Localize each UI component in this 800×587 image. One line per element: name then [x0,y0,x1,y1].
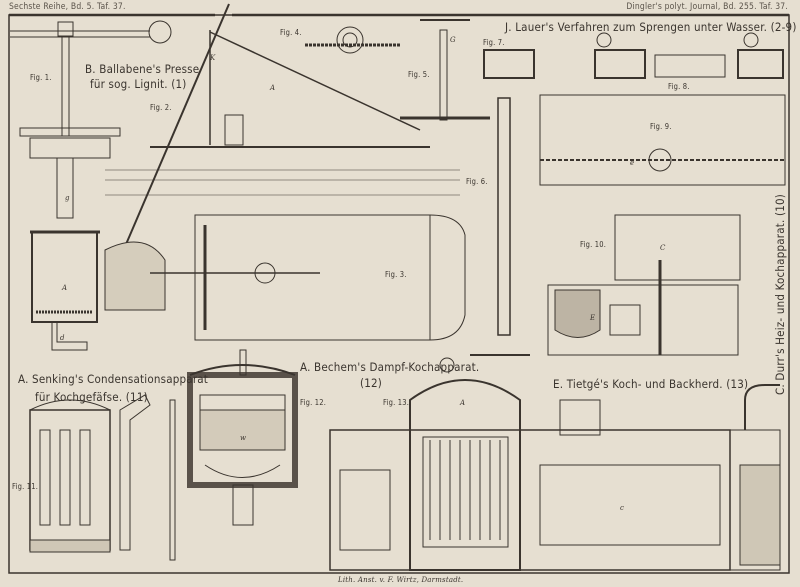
fig-label-5: Fig. 5. [408,70,430,79]
fig13-bechem-tietge-drawing [329,354,781,571]
fig-label-3: Fig. 3. [385,270,407,279]
title-bechem-number: (12) [360,376,383,390]
fig-label-1: Fig. 1. [30,73,52,82]
svg-text:c: c [620,504,624,512]
fig6-drawing [497,97,511,336]
svg-text:E: E [589,314,595,322]
svg-text:A: A [459,399,465,407]
fig10-stove-drawing [547,214,741,356]
svg-text:g: g [65,194,70,202]
fig-label-13: Fig. 13. [383,398,410,407]
fig-label-11: Fig. 11. [12,482,39,491]
fig-label-2: Fig. 2. [150,103,172,112]
fig-label-8: Fig. 8. [668,82,690,91]
fig-label-4: Fig. 4. [280,28,302,37]
svg-text:A: A [61,284,67,292]
title-lauer: J. Lauer's Verfahren zum Sprengen unter … [505,20,797,34]
title-senking-sub: für Kochgefäfse. (11) [35,390,148,404]
fig2-lever-drawing [104,3,460,311]
title-tietge: E. Tietgé's Koch- und Backherd. (13) [553,377,749,391]
fig1-press-drawing [10,20,172,351]
title-ballabene: B. Ballabene's Presse [85,62,200,76]
svg-text:A: A [269,84,275,92]
title-senking: A. Senking's Condensationsapparat [18,372,209,386]
svg-text:d: d [60,334,65,342]
fig-label-10: Fig. 10. [580,240,607,249]
svg-text:G: G [450,36,456,44]
part-letters: gAd KAG eCE Acw [60,36,666,512]
fig3-plan-drawing [150,214,466,341]
footer-imprint: Lith. Anst. v. F. Wirtz, Darmstadt. [338,576,464,584]
fig-label-7: Fig. 7. [483,38,505,47]
fig4-fig5-drawing [305,19,490,121]
fig11-condenser-drawing [29,394,151,553]
svg-text:e: e [630,159,634,167]
svg-text:K: K [209,54,216,62]
title-ballabene-sub: für sog. Lignit. (1) [90,77,187,91]
title-bechem: A. Bechem's Dampf-Kochapparat. [300,360,480,374]
fig-label-12: Fig. 12. [300,398,327,407]
fig-label-9: Fig. 9. [650,122,672,131]
fig7-9-drawings [483,32,786,186]
svg-text:w: w [240,434,246,442]
fig-label-6: Fig. 6. [466,177,488,186]
header-left: Sechste Reihe, Bd. 5. Taf. 37. [9,2,126,12]
header-right: Dingler's polyt. Journal, Bd. 255. Taf. … [626,2,788,12]
title-durr: C. Durr's Heiz- und Kochapparat. (10) [773,193,787,395]
fig12-steam-cooker-drawing [169,349,298,561]
svg-text:C: C [660,244,666,252]
